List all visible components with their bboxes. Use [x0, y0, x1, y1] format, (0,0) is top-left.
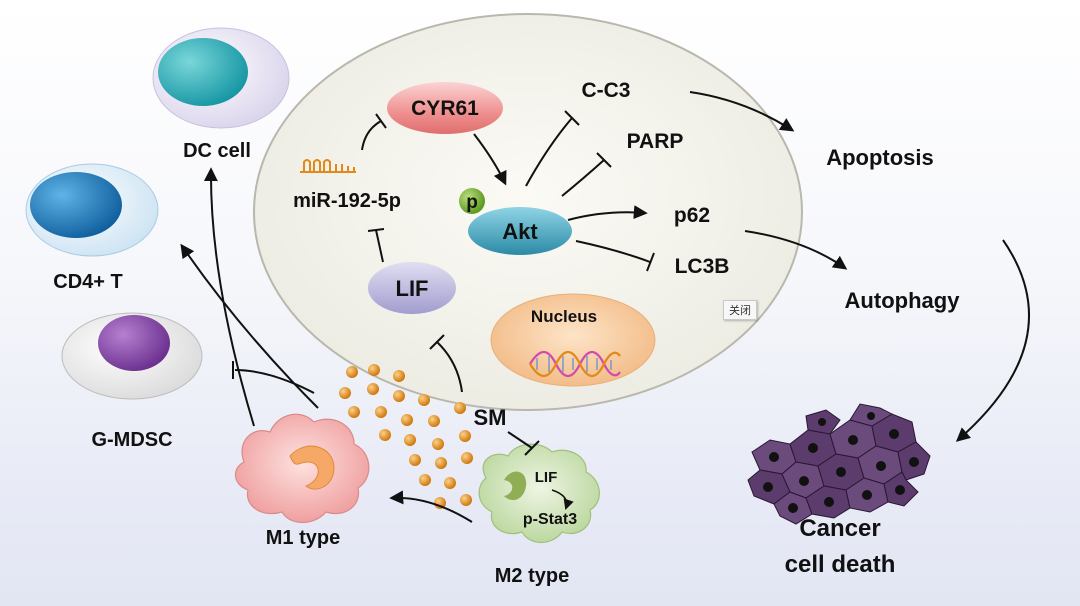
cd4-t-cell: [25, 163, 159, 257]
phospho-label: p: [466, 192, 478, 213]
nucleus-label: Nucleus: [531, 307, 597, 326]
g-mdsc-cell: [61, 312, 203, 400]
dna-helix-icon: [529, 350, 621, 378]
akt-label: Akt: [502, 219, 538, 244]
connectors: [180, 91, 1031, 523]
mirna-icon: [300, 159, 356, 173]
lc3b-label: LC3B: [675, 255, 730, 278]
lif-label: LIF: [396, 276, 429, 301]
m2-lif-label: LIF: [535, 469, 558, 486]
m1-macrophage: [234, 413, 370, 524]
m2-macrophage: [478, 443, 600, 544]
mir-192-5p-label: miR-192-5p: [293, 190, 401, 212]
cancer-death-label-line2: cell death: [785, 551, 896, 578]
m1-type-label: M1 type: [266, 527, 340, 549]
sm-particles: [339, 364, 473, 509]
phospho-badge: [459, 188, 485, 214]
p62-label: p62: [674, 204, 710, 227]
parp-label: PARP: [627, 130, 684, 153]
cyr61-node: [387, 82, 503, 134]
lif-node: [368, 262, 456, 314]
akt-node: [468, 207, 572, 255]
cd4-t-label: CD4+ T: [53, 271, 122, 293]
close-button[interactable]: 关闭: [723, 300, 757, 320]
cancer-death-label-line1: Cancer: [799, 515, 880, 542]
c-c3-label: C-C3: [581, 79, 630, 102]
g-mdsc-label: G-MDSC: [91, 429, 172, 451]
apoptosis-label: Apoptosis: [826, 145, 934, 170]
sm-label: SM: [474, 405, 507, 430]
autophagy-label: Autophagy: [845, 288, 961, 313]
cyr61-label: CYR61: [411, 97, 479, 120]
dead-cancer-nuclei: [763, 412, 919, 513]
nucleus: [490, 293, 656, 387]
dc-cell-label: DC cell: [183, 140, 251, 162]
m2-pstat3-label: p-Stat3: [523, 511, 577, 528]
m2-type-label: M2 type: [495, 565, 569, 587]
dc-cell: [152, 27, 290, 129]
dead-cancer-cells: [747, 403, 931, 525]
